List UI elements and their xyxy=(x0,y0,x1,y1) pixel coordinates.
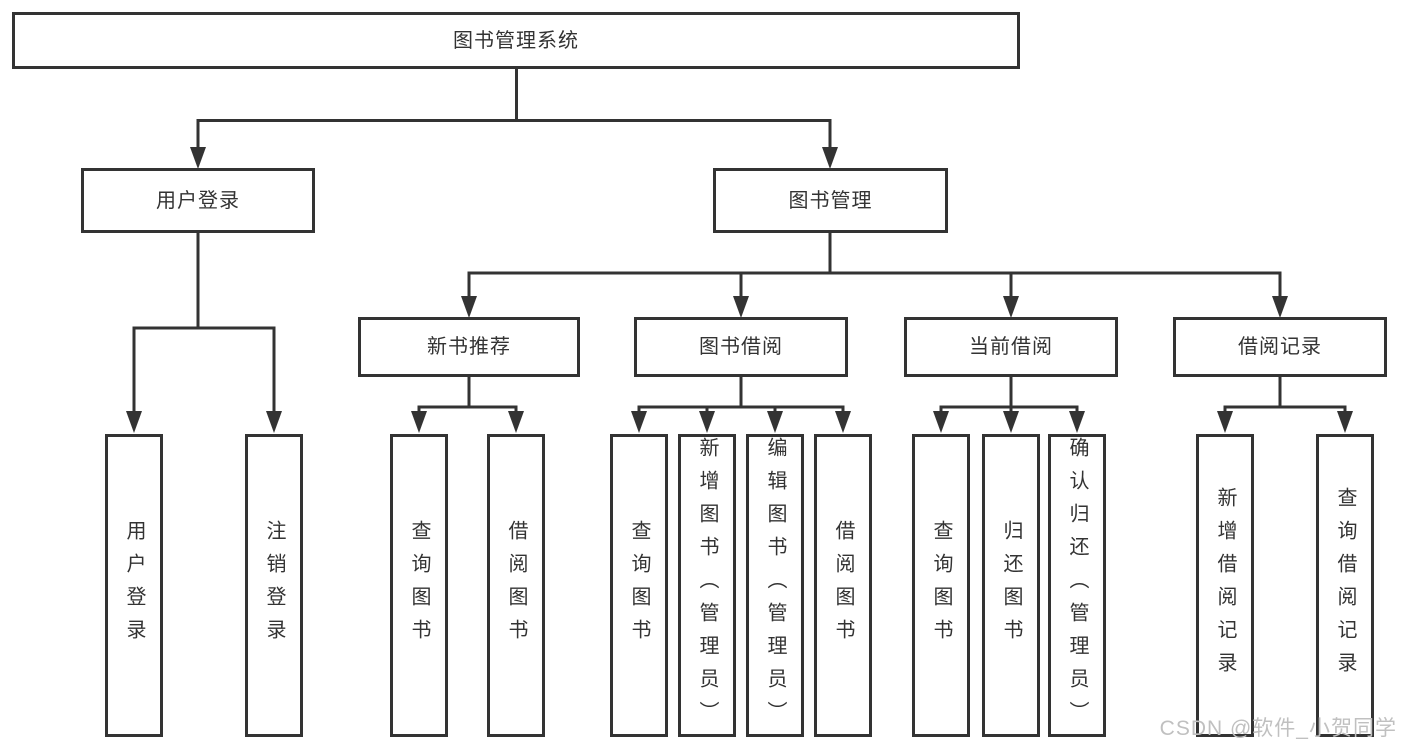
node-new-book-recommend: 新书推荐 xyxy=(358,317,580,377)
leaf-return-books: 归还图书 xyxy=(982,434,1040,737)
arrowheads-new-book-branch xyxy=(411,411,524,433)
leaf-label: 借阅图书 xyxy=(832,519,854,652)
leaf-label: 借阅图书 xyxy=(505,519,527,652)
leaf-query-books-recommend: 查询图书 xyxy=(390,434,448,737)
connector-root-branch xyxy=(196,69,832,150)
leaf-label: 新增借阅记录 xyxy=(1214,486,1236,685)
arrowheads-current-borrow-branch xyxy=(933,411,1085,433)
leaf-label: 确认归还（管理员） xyxy=(1066,437,1088,734)
arrowheads-book-mgmt-branch xyxy=(461,296,1288,318)
leaf-borrow-books-recommend: 借阅图书 xyxy=(487,434,545,737)
node-library-management-system: 图书管理系统 xyxy=(12,12,1020,69)
leaf-add-book-admin: 新增图书（管理员） xyxy=(678,434,736,737)
leaf-label: 编辑图书（管理员） xyxy=(764,437,786,734)
node-label: 当前借阅 xyxy=(969,336,1053,358)
node-borrowing-records: 借阅记录 xyxy=(1173,317,1387,377)
leaf-add-borrow-record: 新增借阅记录 xyxy=(1196,434,1254,737)
connector-borrow-records-branch xyxy=(1223,377,1347,413)
leaf-label: 查询借阅记录 xyxy=(1334,486,1356,685)
node-label: 借阅记录 xyxy=(1238,336,1322,358)
node-label: 图书管理系统 xyxy=(453,29,579,52)
connector-book-mgmt-branch xyxy=(467,233,1282,298)
leaf-edit-book-admin: 编辑图书（管理员） xyxy=(746,434,804,737)
connector-new-book-branch xyxy=(417,377,518,413)
leaf-borrow-books: 借阅图书 xyxy=(814,434,872,737)
node-label: 图书借阅 xyxy=(699,336,783,358)
connector-book-borrow-branch xyxy=(637,377,845,413)
node-label: 用户登录 xyxy=(156,189,240,212)
leaf-label: 查询图书 xyxy=(930,519,952,652)
node-current-borrowing: 当前借阅 xyxy=(904,317,1118,377)
leaf-label: 用户登录 xyxy=(123,519,145,652)
node-label: 新书推荐 xyxy=(427,336,511,358)
arrowheads-borrow-records-branch xyxy=(1217,411,1353,433)
leaf-query-borrow-record: 查询借阅记录 xyxy=(1316,434,1374,737)
arrowheads-book-borrow-branch xyxy=(631,411,851,433)
leaf-label: 查询图书 xyxy=(628,519,650,652)
connector-current-borrow-branch xyxy=(939,377,1079,413)
node-user-login: 用户登录 xyxy=(81,168,315,233)
leaf-query-books-borrow: 查询图书 xyxy=(610,434,668,737)
node-label: 图书管理 xyxy=(788,189,873,212)
leaf-confirm-return-admin: 确认归还（管理员） xyxy=(1048,434,1106,737)
leaf-label: 新增图书（管理员） xyxy=(696,437,718,734)
leaf-logout: 注销登录 xyxy=(245,434,303,737)
connector-user-login-branch xyxy=(132,233,276,413)
arrowheads-root-branch xyxy=(190,147,838,169)
leaf-user-login: 用户登录 xyxy=(105,434,163,737)
csdn-watermark: CSDN @软件_小贺同学 xyxy=(1159,717,1397,740)
leaf-query-books-current: 查询图书 xyxy=(912,434,970,737)
leaf-label: 归还图书 xyxy=(1000,519,1022,652)
node-book-borrowing: 图书借阅 xyxy=(634,317,848,377)
node-book-management: 图书管理 xyxy=(713,168,948,233)
leaf-label: 查询图书 xyxy=(408,519,430,652)
arrowheads-user-login-branch xyxy=(126,411,282,433)
leaf-label: 注销登录 xyxy=(263,519,285,652)
